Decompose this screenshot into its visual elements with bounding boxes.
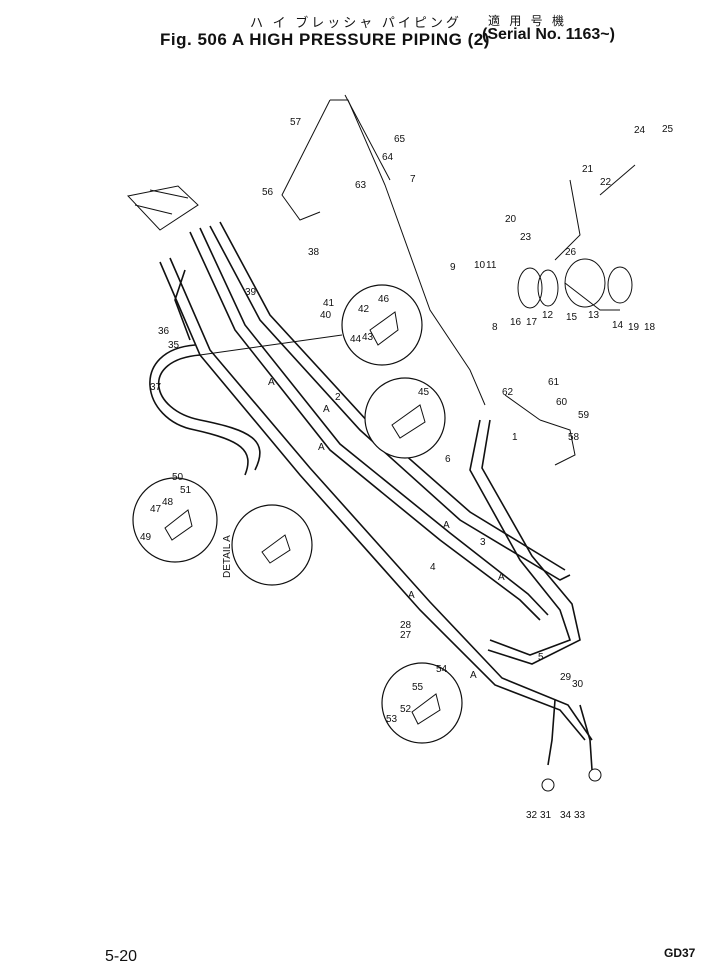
- detail-brackets: [164, 311, 441, 725]
- part-label: 33: [574, 810, 586, 821]
- detail-a-label: DETAIL A: [222, 535, 233, 578]
- detail-circle-2: [364, 377, 446, 459]
- part-label: 17: [526, 317, 538, 328]
- section-marker: A: [498, 572, 505, 583]
- part-label: 45: [418, 387, 430, 398]
- part-label: 49: [140, 532, 152, 543]
- part-label: 3: [480, 537, 486, 548]
- part-label: 34: [560, 810, 572, 821]
- part-label: 1: [512, 432, 518, 443]
- part-label: 44: [350, 334, 362, 345]
- part-label: 13: [588, 310, 600, 321]
- part-label: 9: [450, 262, 456, 273]
- part-label: 40: [320, 310, 332, 321]
- fittings-29-30: [541, 699, 602, 792]
- part-label: 32: [526, 810, 538, 821]
- part-label: 30: [572, 679, 584, 690]
- part-label: 62: [502, 387, 514, 398]
- part-label: 36: [158, 326, 170, 337]
- part-label: 29: [560, 672, 572, 683]
- part-label: 37: [150, 382, 162, 393]
- part-label: 25: [662, 124, 674, 135]
- part-label: 43: [362, 332, 374, 343]
- part-label: 65: [394, 134, 406, 145]
- part-label: 7: [410, 174, 416, 185]
- part-label: 24: [634, 125, 646, 136]
- part-label: 20: [505, 214, 517, 225]
- part-label: 38: [308, 247, 320, 258]
- part-label: 19: [628, 322, 640, 333]
- section-marker: A: [268, 377, 275, 388]
- part-label: 12: [542, 310, 554, 321]
- part-labels: 1 2 3 4 5 6 7 8 9 10 11 12 13 14 15 16 1…: [140, 117, 674, 821]
- part-label: 31: [540, 810, 552, 821]
- part-label: 39: [245, 287, 257, 298]
- part-label: 11: [486, 260, 497, 271]
- part-label: 21: [582, 164, 594, 175]
- main-pipe-bundle: [159, 221, 593, 741]
- part-label: 16: [510, 317, 522, 328]
- part-label: 14: [612, 320, 624, 331]
- part-label: 61: [548, 377, 560, 388]
- part-label: 18: [644, 322, 656, 333]
- part-label: 35: [168, 340, 180, 351]
- part-label: 53: [386, 714, 398, 725]
- part-label: 26: [565, 247, 577, 258]
- detail-circle-1: [341, 284, 423, 366]
- part-label: 8: [492, 322, 498, 333]
- part-label: 23: [520, 232, 532, 243]
- drawing-code: GD37: [664, 946, 696, 960]
- part-label: 52: [400, 704, 412, 715]
- part-label: 6: [445, 454, 451, 465]
- japanese-title: ハ イ ブレッシャ パイピング: [250, 15, 462, 30]
- part-label: 2: [335, 392, 341, 403]
- serial-range: (Serial No. 1163~): [482, 26, 615, 43]
- part-label: 48: [162, 497, 174, 508]
- part-label: 41: [323, 298, 335, 309]
- part-label: 51: [180, 485, 192, 496]
- pump-assembly: [504, 164, 636, 466]
- page-number: 5-20: [105, 948, 138, 965]
- section-marker: A: [323, 404, 330, 415]
- part-label: 64: [382, 152, 394, 163]
- part-label: 27: [400, 630, 412, 641]
- part-label: 57: [290, 117, 302, 128]
- leader-line: [199, 334, 343, 356]
- section-marker: A: [470, 670, 477, 681]
- part-label: 15: [566, 312, 578, 323]
- japanese-serial-label: 適 用 号 機: [488, 14, 568, 28]
- part-label: 54: [436, 664, 448, 675]
- part-label: 4: [430, 562, 436, 573]
- part-label: 56: [262, 187, 274, 198]
- part-label: 28: [400, 620, 412, 631]
- part-label: 22: [600, 177, 612, 188]
- section-marker: A: [443, 520, 450, 531]
- section-marker: A: [408, 590, 415, 601]
- part-label: 60: [556, 397, 568, 408]
- part-label: 63: [355, 180, 367, 191]
- part-label: 47: [150, 504, 162, 515]
- part-label: 58: [568, 432, 580, 443]
- part-label: 59: [578, 410, 590, 421]
- part-label: 10: [474, 260, 486, 271]
- part-label: 46: [378, 294, 390, 305]
- section-markers: A A A A A A A: [268, 377, 505, 681]
- part-label: 5: [538, 652, 544, 663]
- figure-title: Fig. 506 A HIGH PRESSURE PIPING (2): [160, 30, 490, 49]
- pipe-57-loop: [281, 94, 486, 406]
- part-label: 50: [172, 472, 184, 483]
- section-marker: A: [318, 442, 325, 453]
- part-label: 55: [412, 682, 424, 693]
- part-label: 42: [358, 304, 370, 315]
- hose-group-left: [149, 269, 261, 476]
- control-valve-block: [127, 185, 199, 231]
- detail-circle-5: [381, 662, 463, 744]
